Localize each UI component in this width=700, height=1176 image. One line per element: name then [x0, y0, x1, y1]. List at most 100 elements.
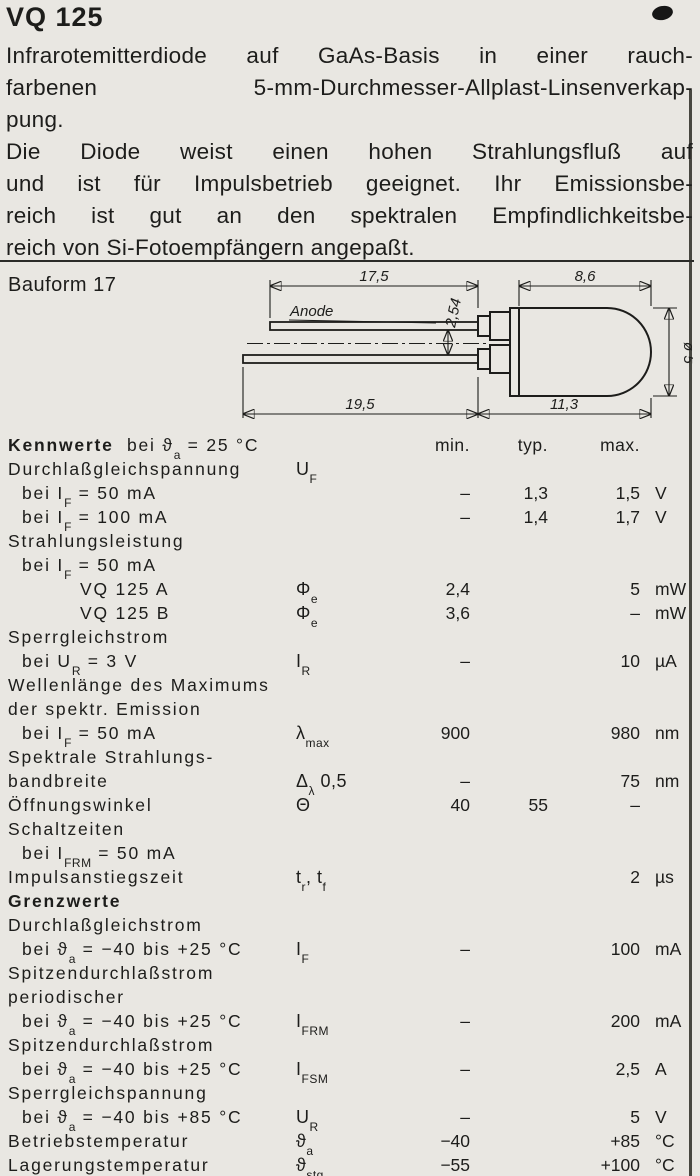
col-header-max: max.	[600, 435, 640, 455]
row-unit: mW	[655, 579, 687, 599]
table-row: Wellenlänge des Maximums	[8, 673, 692, 697]
row-unit: µs	[655, 867, 674, 887]
row-typ-value: 1,3	[523, 483, 548, 503]
text-run: bei I	[22, 507, 65, 527]
subscript: a	[68, 1119, 76, 1134]
subscript: f	[322, 879, 327, 894]
text-run: ϑ	[296, 1155, 307, 1175]
row-symbol: UR	[296, 1105, 414, 1133]
row-unit: °C	[655, 1155, 675, 1175]
row-max-value: 980	[610, 723, 640, 743]
text-run: = −40 bis +25 °C	[75, 939, 243, 959]
text-run: bei I	[22, 843, 65, 863]
text-run: = 25 °C	[180, 435, 260, 455]
text-run: = −40 bis +25 °C	[75, 1059, 243, 1079]
subscript: F	[64, 495, 72, 510]
row-unit: V	[655, 483, 667, 503]
intro-line: reich von Si-Fotoempfängern angepaßt.	[6, 235, 415, 260]
row-label: Impulsanstiegszeit	[8, 867, 185, 887]
subscript: a	[68, 1023, 76, 1038]
row-min-value: –	[460, 771, 470, 791]
table-row: Durchlaßgleichstrom	[8, 913, 692, 937]
row-symbol: Θ	[296, 795, 311, 815]
intro-line: reich ist gut an den spektralen Empfindl…	[6, 203, 693, 228]
row-label: periodischer	[8, 987, 125, 1007]
row-max-value: 100	[610, 939, 640, 959]
row-min-value: –	[460, 651, 470, 671]
row-label: bei ϑa = −40 bis +25 °C	[8, 1057, 296, 1085]
row-label: Sperrgleichstrom	[8, 627, 170, 647]
text-run: Kennwerte	[8, 435, 114, 455]
dim-lead-top-label: 17,5	[359, 268, 389, 285]
row-min-value: –	[460, 1107, 470, 1127]
text-run: 0,5	[315, 771, 348, 791]
text-run: I	[296, 1011, 302, 1031]
row-label: bei IF = 100 mA	[8, 505, 296, 533]
intro-text: Infrarotemitterdiode auf GaAs-Basis in e…	[6, 40, 693, 264]
row-symbol: IFRM	[296, 1009, 414, 1037]
row-label: VQ 125 B	[80, 603, 171, 623]
row-unit: mA	[655, 1011, 682, 1031]
subscript: F	[64, 735, 72, 750]
row-label: bandbreite	[8, 771, 109, 791]
row-min-value: −55	[440, 1155, 470, 1175]
led-flange	[509, 307, 520, 397]
row-min-value: –	[460, 1059, 470, 1079]
intro-line: und ist für Impulsbetrieb geeignet. Ihr …	[6, 171, 693, 196]
row-symbol: λmax	[296, 721, 414, 749]
page-edge-line	[689, 90, 692, 1176]
row-max-value: 200	[610, 1011, 640, 1031]
text-run: = 50 mA	[71, 555, 157, 575]
row-typ-value: 1,4	[523, 507, 548, 527]
horizontal-rule	[0, 260, 694, 262]
subscript: e	[310, 591, 319, 606]
row-symbol: Δλ 0,5	[296, 769, 414, 797]
col-header-typ: typ.	[517, 435, 548, 455]
text-run: bei ϑ	[22, 939, 69, 959]
table-header: Kennwerte bei ϑa = 25 °C min. typ. max.	[8, 433, 692, 461]
row-label: bei ϑa = −40 bis +25 °C	[8, 1009, 296, 1037]
text-run: I	[296, 651, 302, 671]
intro-line: Die Diode weist einen hohen Strahlungsfl…	[6, 139, 693, 164]
row-label: Öffnungswinkel	[8, 795, 153, 815]
row-unit: °C	[655, 1131, 675, 1151]
intro-line: pung.	[6, 107, 64, 132]
text-run: λ	[296, 723, 306, 743]
dim-diameter-label: ø 5	[680, 342, 693, 364]
table-row: Spitzendurchlaßstrom	[8, 961, 692, 985]
subscript: R	[71, 663, 82, 678]
row-unit: nm	[655, 771, 680, 791]
row-symbol: ϑstg	[296, 1153, 414, 1176]
text-run: = −40 bis +85 °C	[75, 1107, 243, 1127]
table-row: Spektrale Strahlungs-	[8, 745, 692, 769]
text-run: = 50 mA	[91, 843, 177, 863]
row-label: Lagerungstemperatur	[8, 1155, 210, 1175]
table-row: Grenzwerte	[8, 889, 692, 913]
row-label: Durchlaßgleichspannung	[8, 459, 242, 479]
row-label: Spektrale Strahlungs-	[8, 747, 215, 767]
row-label: Sperrgleichspannung	[8, 1083, 208, 1103]
text-run: , t	[306, 867, 323, 887]
row-min-value: 3,6	[445, 603, 470, 623]
text-run: Δ	[296, 771, 309, 791]
row-symbol: Φe	[296, 577, 414, 605]
subscript: e	[310, 615, 319, 630]
text-run: bei I	[22, 483, 65, 503]
row-unit: V	[655, 507, 667, 527]
page-marker-dot	[650, 3, 675, 23]
anode-label: Anode	[289, 303, 333, 320]
text-run: = 50 mA	[71, 723, 157, 743]
text-run: bei ϑ	[22, 1059, 69, 1079]
row-label: bei IF = 50 mA	[8, 721, 296, 749]
